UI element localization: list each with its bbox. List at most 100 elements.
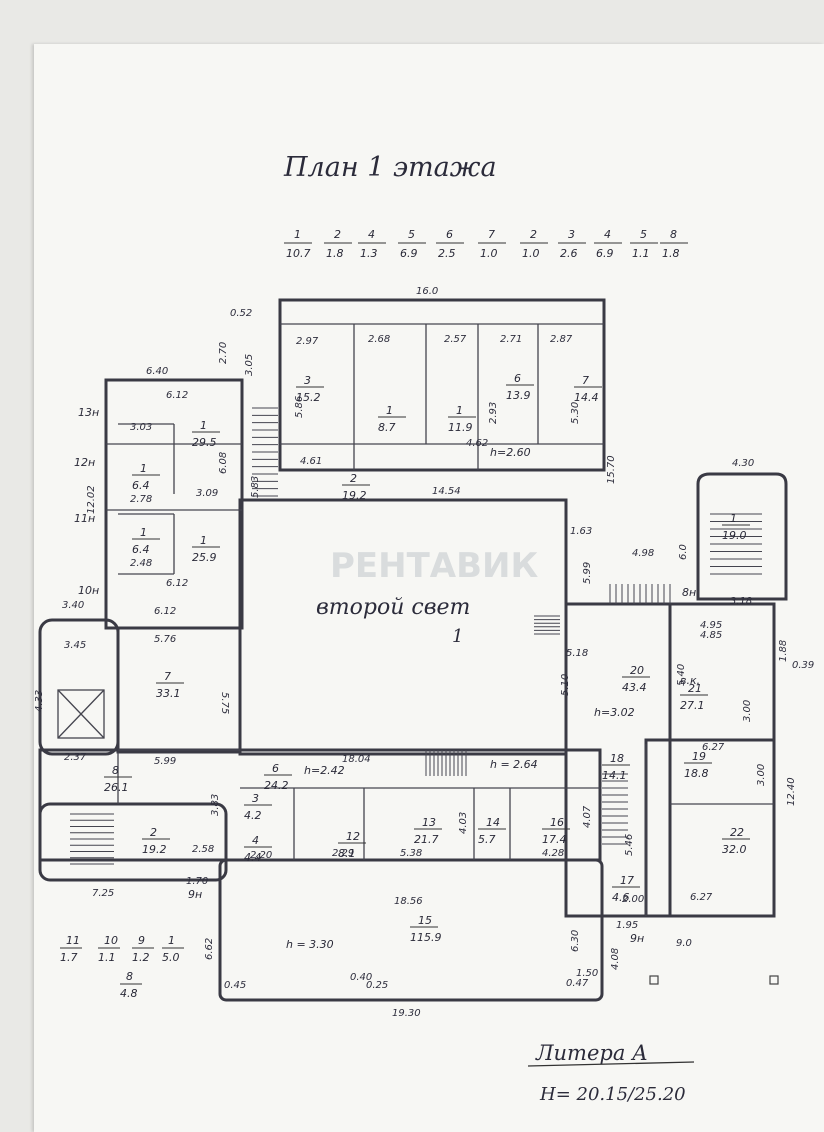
dimension-label: 5.99 xyxy=(582,562,593,584)
dimension-labels: 16.06.406.123.033.092.782.4812.026.125.7… xyxy=(34,286,814,1019)
dimension-label: 5.38 xyxy=(400,848,422,859)
legend-bottom-value: 1.1 xyxy=(98,951,116,964)
dimension-label: 5.40 xyxy=(676,664,687,686)
room-area: 6.4 xyxy=(132,479,150,492)
stair-label: 10н xyxy=(78,584,99,597)
room-area: 5.7 xyxy=(478,833,496,846)
dimension-label: 2.37 xyxy=(64,752,87,763)
height-label: h = 2.64 xyxy=(490,758,538,771)
room-area: 13.9 xyxy=(506,389,531,402)
legend-top-value: 1.8 xyxy=(662,247,680,260)
room-labels: 129.516.416.4125.9315.218.7111.9613.9714… xyxy=(104,372,750,944)
dimension-label: 2.29 xyxy=(332,848,354,859)
center-label: второй свет xyxy=(316,595,470,620)
dimension-label: 4.30 xyxy=(732,458,754,469)
room-number: 1 xyxy=(200,534,207,547)
dimension-label: 9.0 xyxy=(676,938,692,949)
dimension-label: 5.46 xyxy=(624,834,635,856)
dimension-label: 2.58 xyxy=(192,844,214,855)
room-number: 1 xyxy=(456,404,463,417)
dimension-label: 6.62 xyxy=(204,938,215,960)
room-area: 19.2 xyxy=(342,489,367,502)
stair-label: 9н xyxy=(188,888,202,901)
room-area: 18.8 xyxy=(684,767,709,780)
legend-top-number: 4 xyxy=(368,228,375,241)
dimension-label: 2.93 xyxy=(488,402,499,424)
stair-label: 12н xyxy=(74,456,95,469)
signature-line1: Литера А xyxy=(535,1041,648,1065)
dimension-label: 1.70 xyxy=(186,876,208,887)
legend-bottom-number: 8 xyxy=(126,970,133,983)
room-number: 1 xyxy=(140,526,147,539)
room-area: 4.4 xyxy=(244,851,262,864)
exterior-walls xyxy=(38,298,788,1002)
height-label: h = 3.30 xyxy=(286,938,334,951)
room-area: 26.1 xyxy=(104,781,129,794)
legend-top-number: 5 xyxy=(640,228,647,241)
legend-top-value: 2.6 xyxy=(560,247,578,260)
stair-label: 13н xyxy=(78,406,99,419)
room-area: 43.4 xyxy=(622,681,647,694)
legend-bottom-value: 4.8 xyxy=(120,987,138,1000)
dimension-label: 6.0 xyxy=(678,544,689,560)
dimension-label: 4.85 xyxy=(700,630,722,641)
dimension-label: 5.83 xyxy=(250,476,261,498)
dimension-label: 6.08 xyxy=(218,452,229,474)
dimension-label: 5.86 xyxy=(294,396,305,418)
dimension-label: 6.40 xyxy=(146,366,168,377)
elevator-shaft xyxy=(57,689,105,739)
legend-top-value: 10.7 xyxy=(286,247,311,260)
room-area: 115.9 xyxy=(410,931,442,944)
dimension-label: 0.39 xyxy=(792,660,814,671)
room-area: 4.2 xyxy=(244,809,262,822)
room-area: 14.4 xyxy=(574,391,599,404)
room-number: 2 xyxy=(150,826,157,839)
dimension-label: 4.98 xyxy=(632,548,654,559)
dimension-label: 2.71 xyxy=(500,334,522,345)
stair-label: в.к. xyxy=(680,674,700,687)
room-number: 1 xyxy=(386,404,393,417)
legend-top-value: 6.9 xyxy=(400,247,418,260)
dimension-label: 4.61 xyxy=(300,456,322,467)
dimension-label: 2.20 xyxy=(250,850,272,861)
room-area: 19.0 xyxy=(722,529,747,542)
legend-top-number: 3 xyxy=(568,228,575,241)
legend-top-value: 1.0 xyxy=(480,247,498,260)
interior-walls xyxy=(106,323,774,916)
legend-bottom-value: 1.7 xyxy=(60,951,78,964)
room-area: 32.0 xyxy=(722,843,747,856)
dimension-label: 12.02 xyxy=(86,485,97,514)
legend-bottom-value: 5.0 xyxy=(162,951,180,964)
room-number: 6 xyxy=(514,372,521,385)
dimension-label: 12.40 xyxy=(786,777,797,806)
legend-top-value: 2.5 xyxy=(438,247,456,260)
dimension-label: 3.45 xyxy=(64,640,86,651)
height-label: h=2.60 xyxy=(490,446,531,459)
room-number: 18 xyxy=(610,752,624,765)
dimension-label: 15.70 xyxy=(606,455,617,484)
height-label: h=3.02 xyxy=(594,706,635,719)
dimension-label: 6.12 xyxy=(154,606,176,617)
dimension-label: 2.70 xyxy=(218,342,229,364)
room-number: 12 xyxy=(346,830,360,843)
dimension-label: 0.45 xyxy=(224,980,246,991)
room-number: 21 xyxy=(688,682,702,695)
dimension-label: 3.05 xyxy=(244,354,255,376)
room-number: 1 xyxy=(200,419,207,432)
dimension-label: 1.95 xyxy=(616,920,638,931)
center-number: 1 xyxy=(452,626,463,647)
height-label: h=2.42 xyxy=(304,764,345,777)
dimension-label: 5.76 xyxy=(154,634,176,645)
dimension-label: 3.18 xyxy=(730,596,752,607)
legend-top-number: 5 xyxy=(408,228,415,241)
room-number: 6 xyxy=(272,762,279,775)
room-number: 13 xyxy=(422,816,436,829)
dimension-label: 2.00 xyxy=(622,894,644,905)
plan-title: План 1 этажа xyxy=(283,152,497,183)
room-number: 7 xyxy=(164,670,171,683)
dimension-label: 5.30 xyxy=(570,402,581,424)
dimension-label: 6.12 xyxy=(166,578,188,589)
dimension-label: 4.62 xyxy=(466,438,488,449)
dimension-label: 4.95 xyxy=(700,620,722,631)
